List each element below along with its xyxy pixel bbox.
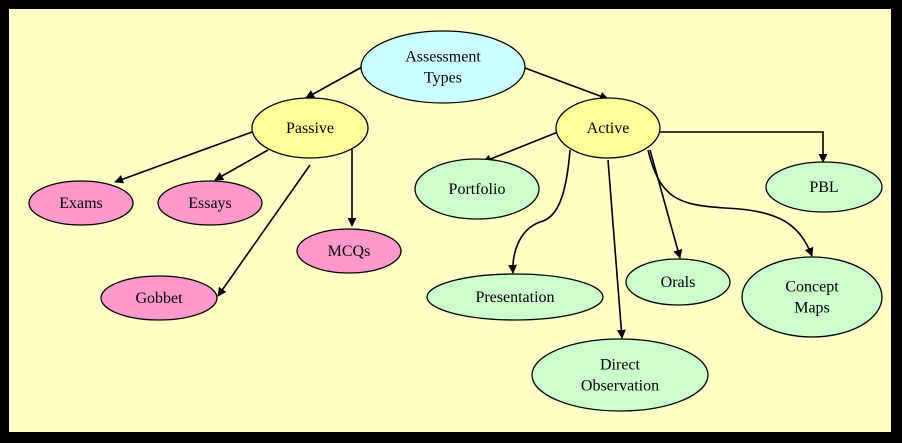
edge-root-to-active — [524, 67, 609, 101]
node-orals-label: Orals — [661, 274, 696, 291]
node-essays-ellipse — [157, 180, 263, 226]
node-orals-ellipse — [625, 258, 731, 306]
node-mcqs-ellipse — [296, 228, 402, 274]
node-pbl-ellipse — [765, 161, 883, 213]
node-passive-label: Passive — [286, 120, 334, 137]
edge-passive-to-exams — [114, 131, 253, 184]
node-portfolio-label: Portfolio — [449, 181, 506, 198]
node-direct-observation-ellipse — [531, 338, 709, 412]
edge-active-to-presentation — [508, 149, 571, 274]
node-passive-ellipse — [251, 97, 369, 159]
edge-passive-to-gobbet — [217, 164, 311, 297]
node-pbl: PBL — [765, 161, 883, 213]
node-root-label: Assessment — [405, 49, 481, 66]
node-concept-maps-label: Maps — [794, 300, 830, 317]
node-direct-observation-label: Observation — [581, 378, 659, 395]
node-active-ellipse — [555, 97, 661, 159]
node-portfolio-ellipse — [414, 158, 540, 220]
edge-active-to-orals — [649, 149, 683, 259]
node-presentation-label: Presentation — [475, 289, 554, 306]
node-orals: Orals — [625, 258, 731, 306]
edge-active-to-pbl — [660, 131, 828, 163]
node-gobbet-label: Gobbet — [135, 290, 183, 307]
edge-active-to-concept-maps — [647, 149, 814, 257]
node-gobbet: Gobbet — [100, 275, 218, 321]
node-gobbet-ellipse — [100, 275, 218, 321]
edge-active-to-portfolio — [482, 131, 559, 164]
node-mcqs: MCQs — [296, 228, 402, 274]
node-presentation: Presentation — [426, 273, 604, 321]
node-essays-label: Essays — [188, 195, 232, 212]
node-portfolio: Portfolio — [414, 158, 540, 220]
edge-root-to-passive — [305, 66, 363, 99]
node-root-ellipse — [360, 30, 526, 104]
node-concept-maps-ellipse — [741, 256, 883, 338]
edges — [114, 66, 828, 339]
node-exams: Exams — [28, 180, 134, 226]
node-direct-observation-label: Direct — [600, 357, 641, 374]
node-mcqs-label: MCQs — [328, 243, 371, 260]
node-exams-label: Exams — [59, 195, 103, 212]
node-passive: Passive — [251, 97, 369, 159]
node-root-label: Types — [424, 70, 462, 87]
edge-active-to-direct-observation — [607, 159, 626, 339]
node-pbl-label: PBL — [809, 179, 838, 196]
node-concept-maps-label: Concept — [785, 279, 839, 296]
edge-passive-to-essays — [214, 149, 269, 181]
node-active: Active — [555, 97, 661, 159]
node-active-label: Active — [587, 120, 630, 137]
node-essays: Essays — [157, 180, 263, 226]
node-exams-ellipse — [28, 180, 134, 226]
node-presentation-ellipse — [426, 273, 604, 321]
